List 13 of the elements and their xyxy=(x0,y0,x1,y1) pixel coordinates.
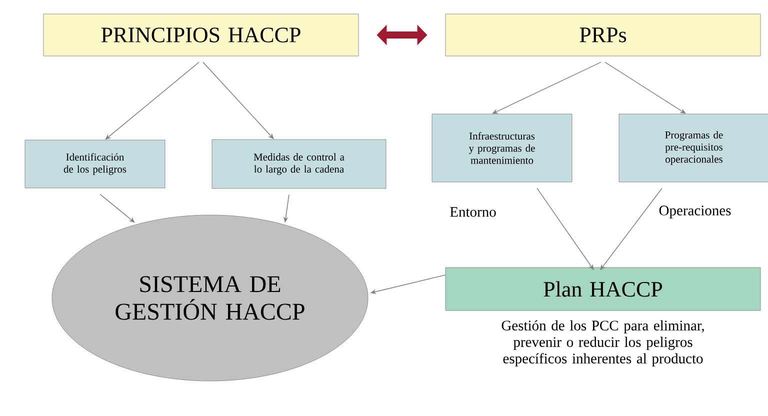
edge-label: Entorno xyxy=(448,206,498,218)
arrow xyxy=(105,62,200,140)
caption-text: Gestión de los PCC para eliminar, prevenir o reducir los peligros específicos inherentes al producto xyxy=(502,320,704,366)
process-box: Medidas de control a lo largo de la cadena xyxy=(212,139,386,189)
plan-box: Plan HACCP xyxy=(445,267,761,311)
process-box: Infraestructuras y programas de mantenimiento xyxy=(432,114,572,182)
process-box: Programas de pre-requisitos operacionales xyxy=(618,114,768,182)
process-box: Identificación de los peligros xyxy=(24,140,166,188)
arrow xyxy=(100,194,135,223)
heading-box: PRINCIPIOS HACCP xyxy=(43,14,359,56)
heading-box: PRPs xyxy=(445,14,761,56)
edge-label: Operaciones xyxy=(658,204,732,220)
arrow xyxy=(604,62,686,114)
